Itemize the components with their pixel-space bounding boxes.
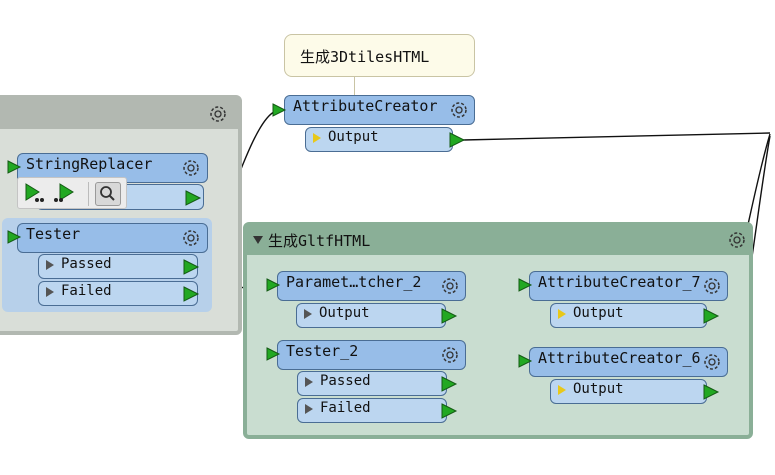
port-label: Passed <box>320 373 371 389</box>
gear-icon[interactable] <box>726 229 748 251</box>
gear-icon[interactable] <box>207 103 229 125</box>
output-port-arrow[interactable] <box>182 285 200 303</box>
port-triangle-icon <box>313 133 321 143</box>
output-port-arrow[interactable] <box>440 307 458 325</box>
node-attributecreator-6[interactable]: AttributeCreator_6 <box>529 347 728 377</box>
bookmark-title: 生成GltfHTML <box>268 232 371 250</box>
port-tester-passed[interactable]: Passed <box>38 254 198 279</box>
port-label: Output <box>573 381 624 397</box>
input-port-arrow[interactable] <box>6 229 22 245</box>
input-port-arrow[interactable] <box>6 159 22 175</box>
port-label: Passed <box>61 256 112 272</box>
node-parameterfetcher-2[interactable]: Paramet…tcher_2 <box>277 271 466 301</box>
port-parameterfetcher-output[interactable]: Output <box>296 303 446 328</box>
input-port-arrow[interactable] <box>271 102 287 118</box>
comment-pointer <box>354 76 355 95</box>
gear-icon[interactable] <box>180 227 202 249</box>
gear-icon[interactable] <box>701 275 723 297</box>
port-label: Failed <box>61 283 112 299</box>
output-port-arrow[interactable] <box>448 131 466 149</box>
run-to-this-icon[interactable] <box>21 181 47 205</box>
port-label: Output <box>573 305 624 321</box>
input-port-arrow[interactable] <box>517 277 533 293</box>
node-tester[interactable]: Tester <box>17 223 208 253</box>
port-triangle-icon <box>558 309 566 319</box>
gear-icon[interactable] <box>180 157 202 179</box>
output-port-arrow[interactable] <box>182 258 200 276</box>
port-ac7-output[interactable]: Output <box>550 303 707 328</box>
port-tester2-failed[interactable]: Failed <box>297 398 447 423</box>
input-port-arrow[interactable] <box>265 346 281 362</box>
output-port-arrow[interactable] <box>702 307 720 325</box>
node-hover-toolbar <box>17 177 127 209</box>
gear-icon[interactable] <box>448 99 470 121</box>
node-label: AttributeCreator_6 <box>538 349 701 367</box>
port-triangle-icon <box>46 260 54 270</box>
port-tester-failed[interactable]: Failed <box>38 281 198 306</box>
node-tester-2[interactable]: Tester_2 <box>277 340 466 370</box>
comment-text: 生成3DtilesHTML <box>300 48 430 66</box>
run-from-this-icon[interactable] <box>52 181 78 205</box>
bookmark-gltf-header[interactable]: 生成GltfHTML <box>247 226 749 255</box>
node-attributecreator-7[interactable]: AttributeCreator_7 <box>529 271 728 301</box>
comment-annotation[interactable]: 生成3DtilesHTML <box>284 34 475 77</box>
port-triangle-icon <box>558 385 566 395</box>
inspect-button[interactable] <box>95 182 121 206</box>
port-triangle-icon <box>304 309 312 319</box>
input-port-arrow[interactable] <box>517 353 533 369</box>
port-tester2-passed[interactable]: Passed <box>297 371 447 396</box>
output-port-arrow[interactable] <box>184 189 202 207</box>
node-label: StringReplacer <box>26 155 153 173</box>
gear-icon[interactable] <box>701 351 723 373</box>
node-label: Tester <box>26 225 81 243</box>
port-triangle-icon <box>46 287 54 297</box>
gear-icon[interactable] <box>439 344 461 366</box>
gear-icon[interactable] <box>439 275 461 297</box>
bookmark-gltf[interactable]: 生成GltfHTML <box>243 222 753 439</box>
bookmark-left-header[interactable] <box>0 99 238 129</box>
connection-attributecreator-to-right <box>462 132 771 141</box>
triangle-down-icon[interactable] <box>252 235 264 245</box>
port-attributecreator-output[interactable]: Output <box>305 127 453 152</box>
magnifier-icon <box>100 186 115 201</box>
node-attributecreator[interactable]: AttributeCreator <box>284 95 475 125</box>
port-label: Output <box>328 129 379 145</box>
node-label: AttributeCreator_7 <box>538 273 701 291</box>
node-label: Paramet…tcher_2 <box>286 273 422 291</box>
port-ac6-output[interactable]: Output <box>550 379 707 404</box>
node-label: Tester_2 <box>286 342 359 360</box>
port-label: Output <box>319 305 370 321</box>
input-port-arrow[interactable] <box>265 277 281 293</box>
port-label: Failed <box>320 400 371 416</box>
port-triangle-icon <box>305 404 313 414</box>
node-label: AttributeCreator <box>293 97 438 115</box>
toolbar-divider <box>88 182 89 206</box>
output-port-arrow[interactable] <box>702 383 720 401</box>
output-port-arrow[interactable] <box>440 375 458 393</box>
output-port-arrow[interactable] <box>440 402 458 420</box>
port-triangle-icon <box>305 377 313 387</box>
